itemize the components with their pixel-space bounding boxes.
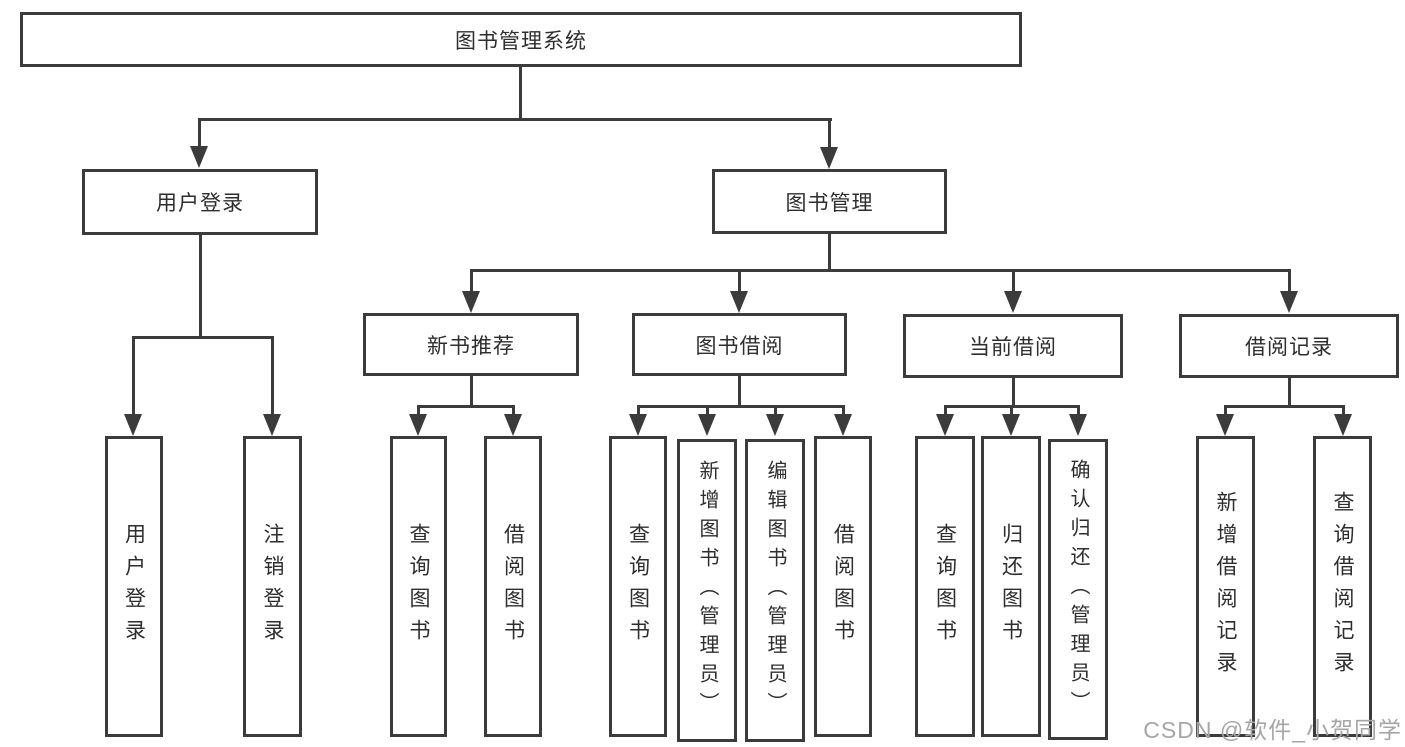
connector-line [271, 336, 274, 416]
leaf-bb-query-books-label: 查询图书 [626, 522, 650, 651]
leaf-cb-return-books-label: 归还图书 [999, 522, 1023, 651]
leaf-nb-query-books: 查询图书 [390, 436, 447, 737]
connector-line [132, 336, 135, 416]
arrow-down-icon [730, 291, 748, 313]
arrow-down-icon [409, 414, 427, 436]
leaf-bb-borrow-books: 借阅图书 [814, 436, 872, 737]
node-borrow-records-label: 借阅记录 [1245, 336, 1333, 359]
node-current-borrow-label: 当前借阅 [969, 336, 1057, 359]
arrow-down-icon [190, 146, 208, 168]
connector-line [198, 118, 201, 148]
node-book-mgmt-label: 图书管理 [785, 191, 874, 215]
node-book-mgmt: 图书管理 [712, 169, 947, 234]
arrow-down-icon [820, 147, 838, 169]
node-new-books: 新书推荐 [363, 313, 579, 376]
connector-line [199, 118, 832, 121]
node-root-label: 图书管理系统 [455, 29, 587, 53]
connector-line [417, 405, 515, 408]
connector-line [706, 405, 709, 417]
connector-line [1288, 269, 1291, 293]
connector-line [738, 376, 741, 407]
leaf-logout: 注销登录 [243, 436, 302, 737]
leaf-cb-query-books-label: 查询图书 [933, 522, 957, 651]
connector-line [1342, 405, 1345, 417]
arrow-down-icon [124, 414, 142, 436]
watermark: CSDN @软件_小贺同学 [1143, 717, 1402, 743]
arrow-down-icon [263, 414, 281, 436]
leaf-user-login-label: 用户登录 [122, 522, 146, 651]
arrow-down-icon [936, 414, 954, 436]
connector-line [1288, 378, 1291, 407]
node-book-borrow-label: 图书借阅 [695, 334, 784, 358]
connector-line [470, 376, 473, 407]
connector-line [417, 405, 420, 417]
arrow-down-icon [629, 414, 647, 436]
leaf-logout-label: 注销登录 [261, 522, 284, 651]
node-new-books-label: 新书推荐 [427, 334, 515, 358]
connector-line [1077, 405, 1080, 417]
arrow-down-icon [1002, 414, 1020, 436]
connector-line [842, 405, 845, 417]
node-current-borrow: 当前借阅 [903, 314, 1123, 378]
leaf-user-login: 用户登录 [105, 436, 163, 737]
arrow-down-icon [1280, 291, 1298, 313]
node-root: 图书管理系统 [20, 12, 1022, 67]
connector-line [1224, 405, 1345, 408]
connector-line [637, 405, 640, 417]
arrow-down-icon [698, 414, 716, 436]
arrow-down-icon [504, 414, 522, 436]
leaf-br-add-record: 新增借阅记录 [1196, 436, 1255, 737]
leaf-nb-borrow-books-label: 借阅图书 [501, 522, 525, 651]
node-borrow-records: 借阅记录 [1179, 314, 1399, 378]
leaf-nb-borrow-books: 借阅图书 [484, 436, 542, 737]
leaf-br-query-record-label: 查询借阅记录 [1331, 490, 1354, 683]
connector-line [133, 336, 274, 339]
connector-line [944, 405, 947, 417]
node-user-login: 用户登录 [82, 169, 318, 235]
arrow-down-icon [1334, 414, 1352, 436]
connector-line [1012, 378, 1015, 407]
connector-line [199, 235, 202, 338]
leaf-cb-query-books: 查询图书 [915, 436, 975, 737]
connector-line [1012, 269, 1015, 293]
leaf-cb-confirm-return-admin: 确认归还（管理员） [1048, 439, 1108, 740]
connector-line [828, 118, 831, 148]
arrow-down-icon [1004, 291, 1022, 313]
connector-line [828, 234, 831, 271]
connector-line [1010, 405, 1013, 417]
connector-line [637, 405, 845, 408]
connector-line [1224, 405, 1227, 417]
leaf-br-query-record: 查询借阅记录 [1313, 436, 1372, 737]
arrow-down-icon [1069, 414, 1087, 436]
leaf-nb-query-books-label: 查询图书 [407, 522, 430, 651]
arrow-down-icon [834, 414, 852, 436]
connector-line [470, 269, 473, 293]
connector-line [738, 269, 741, 293]
arrow-down-icon [462, 291, 480, 313]
leaf-bb-add-books-admin-label: 新增图书（管理员） [696, 460, 718, 721]
leaf-bb-add-books-admin: 新增图书（管理员） [677, 439, 737, 742]
leaf-bb-edit-books-admin-label: 编辑图书（管理员） [764, 460, 786, 721]
node-book-borrow: 图书借阅 [632, 313, 847, 376]
leaf-cb-confirm-return-admin-label: 确认归还（管理员） [1067, 459, 1089, 720]
connector-line [512, 405, 515, 417]
leaf-bb-borrow-books-label: 借阅图书 [831, 522, 855, 651]
arrow-down-icon [1216, 414, 1234, 436]
arrow-down-icon [766, 414, 784, 436]
connector-line [774, 405, 777, 417]
leaf-br-add-record-label: 新增借阅记录 [1214, 490, 1237, 683]
node-user-login-label: 用户登录 [156, 192, 244, 215]
connector-line [470, 269, 1291, 272]
connector-line [519, 67, 522, 120]
leaf-bb-query-books: 查询图书 [609, 436, 667, 737]
leaf-cb-return-books: 归还图书 [981, 436, 1041, 737]
leaf-bb-edit-books-admin: 编辑图书（管理员） [745, 439, 805, 742]
